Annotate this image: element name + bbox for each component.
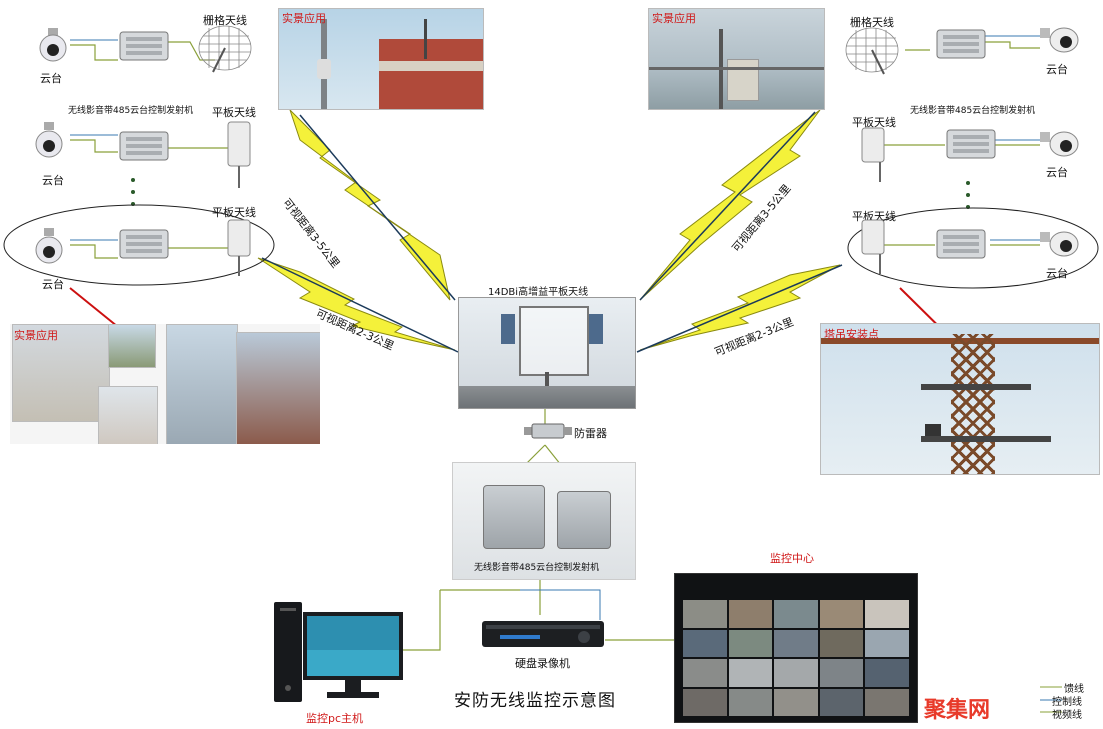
ptz-camera-icon xyxy=(1040,226,1080,266)
lightning-arrester-icon xyxy=(524,422,572,444)
ptz-camera-icon xyxy=(1040,126,1080,166)
grid-antenna-icon xyxy=(195,22,257,82)
tower-crane-label: 塔吊安装点 xyxy=(824,328,879,341)
transmitter-box-icon xyxy=(118,226,170,266)
real-scene-photo-top-right xyxy=(648,8,825,110)
monitor-center-label: 监控中心 xyxy=(770,552,814,565)
watermark-text: 聚集网 xyxy=(924,698,991,723)
panel-antenna-label: 平板天线 xyxy=(212,206,256,219)
transmitter-label: 无线影音带485云台控制发射机 xyxy=(68,106,194,116)
highlight-ellipse-right xyxy=(847,207,1099,289)
lightning-arrester-label: 防雷器 xyxy=(574,427,607,440)
dvr-recorder-icon xyxy=(480,617,608,655)
transmitter-box-icon xyxy=(118,128,170,168)
real-scene-photo-collage-left xyxy=(10,324,320,444)
ptz-label: 云台 xyxy=(1046,267,1068,280)
highlight-ellipse-left xyxy=(3,204,275,286)
transmitter-box-icon xyxy=(118,28,170,68)
transmitter-box-icon xyxy=(945,126,997,166)
real-scene-label: 实景应用 xyxy=(652,12,696,25)
ptz-label: 云台 xyxy=(40,72,62,85)
pc-tower-icon xyxy=(272,600,304,708)
real-scene-label: 实景应用 xyxy=(282,12,326,25)
pc-host-label: 监控pc主机 xyxy=(306,712,364,725)
tower-crane-photo xyxy=(820,323,1100,475)
panel-antenna-icon xyxy=(856,218,892,280)
diagram-title: 安防无线监控示意图 xyxy=(454,691,616,711)
grid-antenna-icon xyxy=(842,24,904,84)
dvr-label: 硬盘录像机 xyxy=(515,657,570,670)
real-scene-label: 实景应用 xyxy=(14,329,58,342)
transmitter-box-icon xyxy=(935,26,987,66)
ptz-label: 云台 xyxy=(42,278,64,291)
center-antenna-label: 14DBi高增益平板天线 xyxy=(488,287,589,298)
transmitter-box-icon xyxy=(935,226,987,266)
ptz-label: 云台 xyxy=(42,174,64,187)
ptz-camera-icon xyxy=(32,122,68,166)
transmitter-label: 无线影音带485云台控制发射机 xyxy=(910,106,1036,116)
ptz-label: 云台 xyxy=(1046,166,1068,179)
panel-antenna-icon xyxy=(222,120,258,194)
real-scene-photo-top-left xyxy=(278,8,484,110)
lightning-bolt-upper-left xyxy=(289,109,451,301)
panel-antenna-label: 平板天线 xyxy=(852,116,896,129)
grid-antenna-label: 栅格天线 xyxy=(203,14,247,27)
legend-control: 控制线 xyxy=(1052,697,1082,708)
panel-antenna-label: 平板天线 xyxy=(212,106,256,119)
center-antenna-photo xyxy=(458,297,636,409)
legend-feeder: 馈线 xyxy=(1064,684,1084,695)
receiver-label: 无线影音带485云台控制发射机 xyxy=(474,563,600,573)
grid-antenna-label: 栅格天线 xyxy=(850,16,894,29)
panel-antenna-icon xyxy=(222,218,258,282)
panel-antenna-icon xyxy=(856,126,892,188)
panel-antenna-label: 平板天线 xyxy=(852,210,896,223)
monitor-wall-photo xyxy=(674,573,918,723)
ptz-camera-icon xyxy=(36,28,72,68)
ptz-camera-icon xyxy=(32,228,68,272)
pc-monitor-icon xyxy=(301,610,405,706)
receiver-units-photo xyxy=(452,462,636,580)
ptz-label: 云台 xyxy=(1046,63,1068,76)
ptz-camera-icon xyxy=(1040,22,1080,62)
legend-video: 视频线 xyxy=(1052,710,1082,721)
